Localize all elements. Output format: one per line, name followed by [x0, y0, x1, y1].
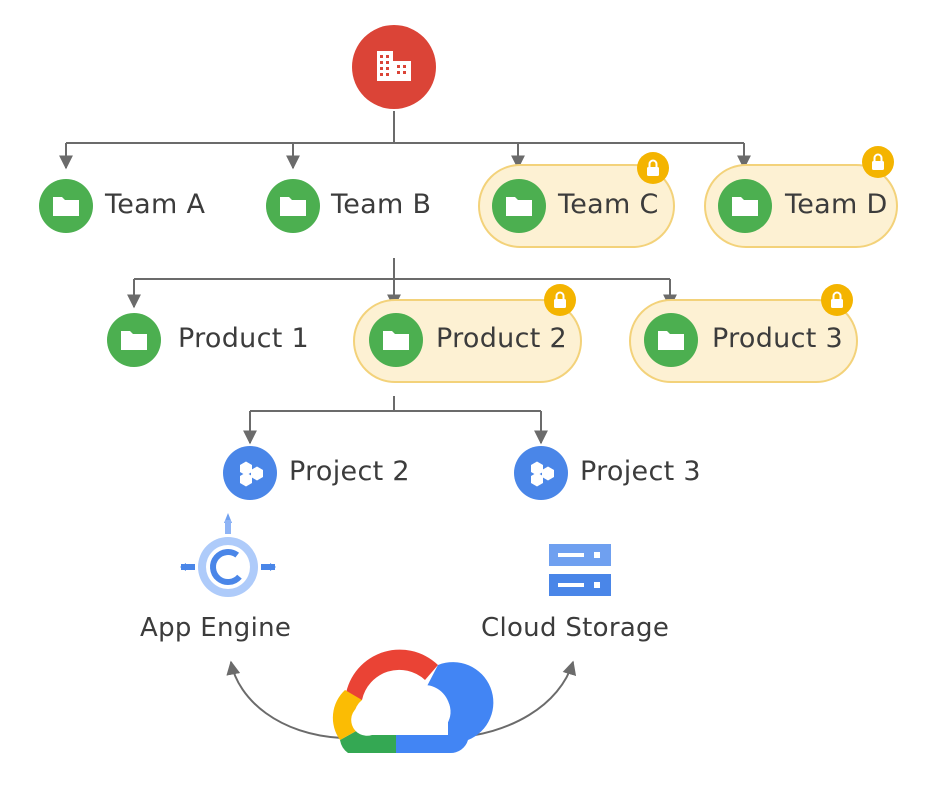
lock-icon — [861, 145, 895, 179]
team-c-label[interactable]: Team C — [558, 189, 659, 220]
arrow-to-app-engine — [226, 660, 343, 739]
cloud-storage-label: Cloud Storage — [481, 613, 670, 643]
google-cloud-logo — [332, 649, 494, 754]
project-3-icon[interactable] — [514, 446, 568, 500]
product-2-connector — [250, 396, 541, 412]
team-a-label[interactable]: Team A — [105, 189, 206, 220]
team-d-folder-icon[interactable] — [718, 179, 772, 233]
product-3-folder-icon[interactable] — [644, 313, 698, 367]
project-2-label[interactable]: Project 2 — [289, 456, 410, 487]
product-1-folder-icon[interactable] — [107, 313, 161, 367]
product-2-folder-icon[interactable] — [369, 313, 423, 367]
team-b-label[interactable]: Team B — [331, 189, 432, 220]
project-2-icon[interactable] — [223, 446, 277, 500]
organization-node[interactable] — [352, 25, 436, 109]
lock-icon — [820, 283, 854, 317]
building-icon — [377, 51, 411, 81]
app-engine-label: App Engine — [140, 613, 292, 643]
cloud-storage-icon — [549, 544, 611, 596]
team-b-folder-icon[interactable] — [266, 179, 320, 233]
project-3-label[interactable]: Project 3 — [580, 456, 701, 487]
product-3-label[interactable]: Product 3 — [712, 323, 843, 354]
team-a-folder-icon[interactable] — [39, 179, 93, 233]
product-2-label[interactable]: Product 2 — [436, 323, 567, 354]
team-b-connector — [134, 258, 670, 280]
lock-icon — [543, 283, 577, 317]
product-1-label[interactable]: Product 1 — [178, 323, 309, 354]
lock-icon — [636, 151, 670, 185]
team-d-label[interactable]: Team D — [785, 189, 888, 220]
app-engine-icon — [180, 513, 276, 597]
org-connector — [66, 111, 744, 144]
connectors — [59, 111, 751, 739]
team-c-folder-icon[interactable] — [492, 179, 546, 233]
